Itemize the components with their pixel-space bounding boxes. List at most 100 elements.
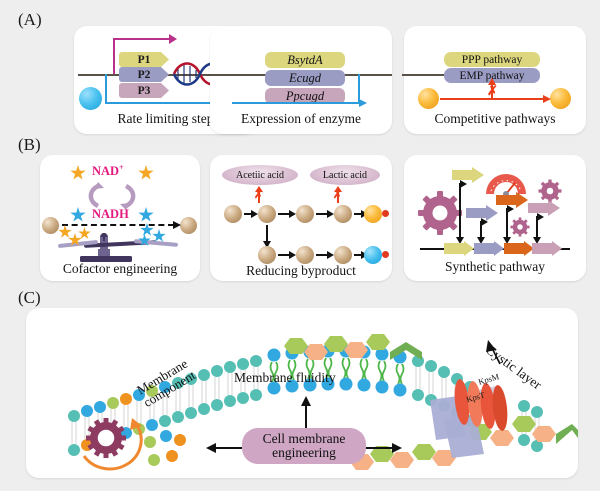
chain-arrow-1 — [244, 210, 258, 217]
acetic-branch-arrowhead — [255, 186, 263, 192]
star-nad-right — [138, 165, 154, 180]
product-branch-tag — [382, 251, 389, 258]
pathway-label-emp: EMP pathway — [459, 69, 525, 82]
rate-limiting-arrow — [105, 98, 222, 107]
nad-text: NAD — [92, 164, 120, 179]
cofactor-oxidized-label: NAD+ — [92, 163, 124, 179]
promoter-box-p3[interactable]: P3 — [119, 83, 169, 98]
acetic-branch-line — [258, 191, 260, 203]
product-main — [364, 205, 382, 223]
promoter-box-p2[interactable]: P2 — [119, 67, 169, 82]
enzyme-arrow-floating-1 — [452, 167, 484, 183]
reaction-node-right — [180, 217, 197, 234]
section-label-c: (C) — [18, 288, 41, 307]
membrane-fluidity-label: Membrane fluidity — [234, 370, 336, 385]
promoter-bend-horizontal — [113, 38, 171, 40]
caption-cofactor: Cofactor engineering — [62, 261, 178, 276]
competitive-branch-arrowhead — [487, 78, 496, 85]
insert-arrowhead-3 — [503, 237, 511, 244]
cell-membrane-line2: engineering — [272, 445, 336, 460]
panel-b-byproduct: Acetiic acid Lactic acid ✗ ✗ — [210, 155, 392, 281]
insert-arrowhead-1 — [456, 237, 464, 244]
promoter-box-p1[interactable]: P1 — [119, 52, 169, 67]
promoter-label-p2: P2 — [137, 68, 151, 81]
expression-arrow — [232, 98, 367, 107]
reaction-arrowhead — [173, 220, 181, 229]
pathway-gene-3[interactable] — [504, 241, 534, 256]
pathway-gene-4[interactable] — [532, 241, 562, 256]
pathway-gene-2[interactable] — [474, 241, 504, 256]
caption-synthetic: Synthetic pathway — [444, 259, 546, 274]
insert-arrow-3 — [506, 205, 513, 239]
panel-b-cofactor: NAD+ NADH — [40, 155, 200, 281]
gene-box-ppcugd[interactable]: Ppcugd — [265, 88, 345, 104]
lactic-block-marker: ✗ — [333, 189, 343, 201]
competitive-node-left — [418, 88, 439, 109]
section-label-a: (A) — [18, 10, 42, 29]
enzyme-arrow-floating-2 — [466, 205, 498, 221]
gear-icon — [538, 179, 562, 203]
substrate-sphere-icon — [79, 87, 102, 110]
insert-arrow-4 — [536, 213, 543, 239]
cell-membrane-engineering-label[interactable]: Cell membrane engineering — [242, 428, 366, 464]
cell-membrane-line1: Cell membrane — [262, 431, 346, 447]
cycle-arrows-icon — [88, 182, 136, 210]
insert-arrow-2 — [480, 218, 487, 239]
star-nad-left — [70, 165, 86, 180]
promoter-label-p1: P1 — [137, 53, 151, 66]
chain-arrow-2 — [278, 210, 296, 217]
branch-down-line — [266, 225, 268, 243]
caption-byproduct: Reducing byproduct — [246, 263, 356, 278]
pathway-block-marker: ✗ — [487, 83, 498, 98]
promoter-arrow-head — [169, 34, 177, 44]
cofactor-reduced-label: NADH — [92, 207, 129, 221]
byproduct-text-lactic: Lactic acid — [322, 169, 368, 181]
star-pile-blue-3 — [138, 234, 151, 246]
nad-superscript: + — [119, 163, 124, 172]
panel-b-synthetic: Synthetic pathway — [404, 155, 586, 281]
gear-icon — [510, 217, 530, 237]
expression-connector — [358, 74, 360, 103]
star-pile-orange-3 — [78, 227, 91, 239]
gene-box-ecugd[interactable]: Ecugd — [265, 70, 345, 86]
panel-a-competitive: PPP pathway EMP pathway ✗ Competitive pa… — [402, 26, 586, 134]
gene-label-ppcugd: Ppcugd — [285, 88, 325, 103]
product-branch — [364, 246, 382, 264]
reaction-node-left — [42, 217, 59, 234]
rate-limit-connector — [105, 74, 107, 103]
caption-competitive: Competitive pathways — [434, 111, 556, 126]
competitive-node-right — [550, 88, 571, 109]
chain-node-3 — [296, 205, 314, 223]
insert-arrowhead-4 — [533, 237, 541, 244]
star-nadh-right — [138, 207, 154, 222]
branch-node-2 — [296, 246, 314, 264]
gene-box-bsytda[interactable]: BsytdA — [265, 52, 345, 68]
chain-arrow-4 — [354, 210, 368, 217]
branch-node-1 — [258, 246, 276, 264]
byproduct-text-acetic: Acetiic acid — [235, 169, 285, 181]
chain-node-2 — [258, 205, 276, 223]
enzyme-arrow-floating-4 — [528, 200, 560, 216]
panel-a-expression: BsytdA Ecugd Ppcugd Expression of enzyme — [210, 26, 392, 134]
promoter-bend-vertical — [113, 38, 115, 75]
lactic-branch-arrowhead — [334, 186, 342, 192]
section-label-b: (B) — [18, 135, 41, 154]
byproduct-label-lactic[interactable]: Lactic acid — [310, 165, 380, 185]
panel-c-membrane: Membrane fluidity Membrane component Cys… — [26, 308, 578, 478]
pathway-box-emp[interactable]: EMP pathway — [444, 68, 540, 83]
gene-label-ecugd: Ecugd — [289, 70, 321, 85]
chain-node-1 — [224, 205, 242, 223]
competitive-branch-line — [491, 84, 493, 100]
caption-rate-limiting: Rate limiting step — [117, 111, 214, 126]
branch-arrow-1 — [278, 251, 296, 258]
caption-expression: Expression of enzyme — [241, 111, 361, 126]
insert-arrowhead-2 — [477, 237, 485, 244]
pathway-box-ppp[interactable]: PPP pathway — [444, 52, 540, 67]
pathway-gene-1[interactable] — [444, 241, 474, 256]
insert-arrow-1 — [459, 180, 466, 239]
byproduct-label-acetic[interactable]: Acetiic acid — [222, 165, 298, 185]
membrane-bilayer-diagram — [68, 334, 578, 471]
lactic-branch-line — [337, 191, 339, 203]
branch-down-arrowhead — [263, 241, 271, 248]
